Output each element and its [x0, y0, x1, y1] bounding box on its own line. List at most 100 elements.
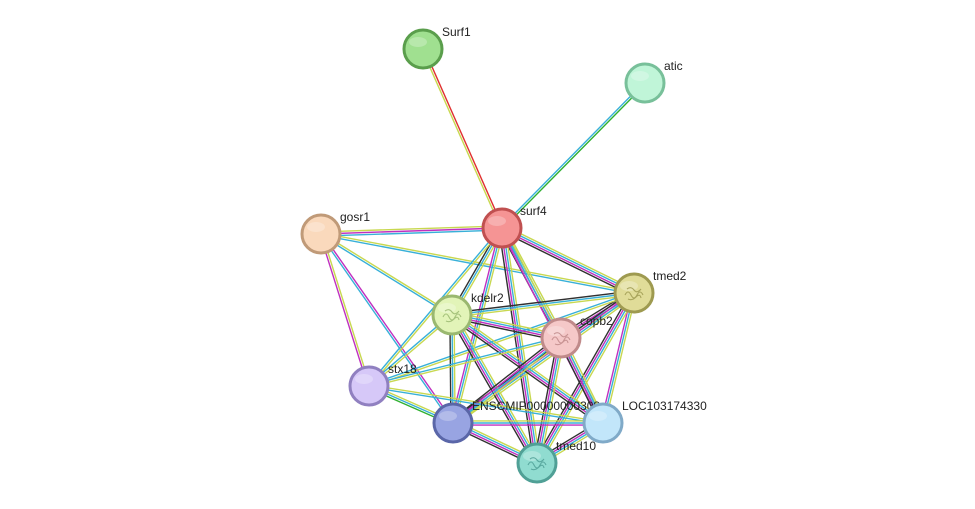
node-circle[interactable]: [432, 402, 474, 444]
edge-line-database: [452, 227, 503, 424]
node-circle[interactable]: [582, 402, 624, 444]
node-label-stx18: stx18: [388, 362, 417, 376]
edge-line-fusion: [423, 48, 504, 228]
edge-line-textmining: [321, 233, 371, 386]
protein-structure-icon: [527, 457, 547, 471]
node-circle[interactable]: [402, 28, 444, 70]
edge-line-experimental: [500, 228, 537, 464]
edge-line-coexpression: [450, 334, 560, 422]
edge-line-textmining: [452, 294, 635, 318]
edge-line-textmining: [503, 224, 636, 291]
edge-line-database: [368, 336, 561, 386]
node-copb2[interactable]: copb2: [540, 314, 613, 359]
edge-line-coexpression: [533, 337, 559, 463]
edge-line-database: [500, 81, 645, 228]
edge-line-database: [319, 234, 453, 425]
edge-copb2-stx18: [368, 336, 562, 388]
node-surf1[interactable]: Surf1: [402, 25, 471, 70]
node-highlight: [547, 326, 565, 336]
edge-gosr1-tmed2: [320, 232, 635, 295]
edge-line-neighborhood: [502, 83, 647, 230]
edge-line-coexpression: [498, 228, 535, 464]
node-highlight: [488, 216, 506, 226]
edge-copb2-tmed10: [533, 337, 565, 464]
edge-line-textmining: [369, 384, 604, 423]
edge-line-experimental: [319, 234, 369, 387]
node-circle[interactable]: [481, 207, 523, 249]
edge-line-database: [537, 338, 563, 464]
edge-copb2-ensc: [450, 334, 564, 427]
edge-line-database: [320, 234, 452, 317]
edge-gosr1-surf4: [320, 225, 503, 237]
edge-line-database: [368, 386, 603, 425]
node-label-atic: atic: [664, 59, 683, 73]
edge-surf4-ensc: [450, 227, 505, 424]
node-atic[interactable]: atic: [624, 59, 683, 104]
edge-line-experimental: [535, 337, 561, 463]
node-highlight: [631, 71, 649, 81]
edge-line-textmining: [321, 232, 635, 293]
protein-structure-icon: [624, 287, 644, 301]
edge-gosr1-kdelr2: [320, 232, 453, 317]
edge-line-database: [602, 292, 635, 424]
node-highlight: [307, 222, 325, 232]
edge-surf1-surf4: [421, 48, 504, 229]
node-stx18[interactable]: stx18: [348, 362, 417, 407]
node-label-tmed2: tmed2: [653, 269, 687, 283]
node-surf4[interactable]: surf4: [481, 204, 547, 249]
node-ensc[interactable]: ENSCMIP00000000308: [432, 399, 600, 444]
node-highlight: [409, 37, 427, 47]
edge-tmed2-stx18: [368, 291, 635, 388]
edge-line-textmining: [421, 49, 502, 229]
node-highlight: [438, 303, 456, 313]
edge-line-textmining: [369, 293, 635, 388]
node-circle[interactable]: [300, 213, 342, 255]
edge-surf4-tmed2: [500, 224, 636, 297]
edge-line-experimental: [450, 227, 501, 423]
node-circle[interactable]: [540, 317, 582, 359]
edge-line-experimental: [451, 336, 561, 423]
protein-structure-icon: [442, 309, 462, 323]
node-circle[interactable]: [431, 294, 473, 336]
edge-line-textmining: [320, 225, 502, 233]
node-highlight: [523, 451, 541, 461]
node-circle[interactable]: [613, 272, 655, 314]
node-circle[interactable]: [624, 62, 666, 104]
node-highlight: [589, 411, 607, 421]
edge-line-textmining: [321, 232, 453, 315]
edge-line-experimental: [450, 315, 603, 425]
protein-structure-icon: [551, 332, 571, 346]
edge-layer: [319, 48, 647, 467]
edge-line-textmining: [454, 339, 564, 427]
node-label-gosr1: gosr1: [340, 210, 370, 224]
edge-line-experimental: [321, 232, 455, 423]
node-tmed2[interactable]: tmed2: [613, 269, 687, 314]
node-loc[interactable]: LOC103174330: [582, 399, 707, 444]
edge-line-experimental: [320, 227, 503, 235]
edge-tmed2-kdelr2: [451, 290, 635, 318]
edge-line-database: [502, 226, 635, 293]
edge-line-database: [368, 291, 634, 386]
node-highlight: [620, 281, 638, 291]
edge-line-experimental: [501, 228, 634, 295]
edge-line-experimental: [600, 292, 633, 423]
node-circle[interactable]: [348, 365, 390, 407]
node-kdelr2[interactable]: kdelr2: [431, 291, 504, 336]
edge-line-textmining: [454, 228, 505, 424]
edge-line-database: [451, 292, 635, 316]
node-label-tmed10: tmed10: [556, 439, 596, 453]
node-label-loc: LOC103174330: [622, 399, 707, 413]
node-tmed10[interactable]: tmed10: [516, 439, 596, 484]
edge-line-textmining: [369, 338, 562, 388]
edge-gosr1-stx18: [319, 233, 371, 387]
edge-line-database: [321, 229, 503, 237]
node-gosr1[interactable]: gosr1: [300, 210, 370, 255]
edge-line-textmining: [504, 226, 565, 337]
node-label-surf1: Surf1: [442, 25, 471, 39]
node-highlight: [355, 374, 373, 384]
node-circle[interactable]: [516, 442, 558, 484]
node-layer: Surf1 atic surf4 gosr1 tmed2 kdelr2 copb2 stx18…: [300, 25, 707, 484]
edge-stx18-loc: [368, 384, 604, 425]
edge-line-database: [537, 293, 636, 464]
